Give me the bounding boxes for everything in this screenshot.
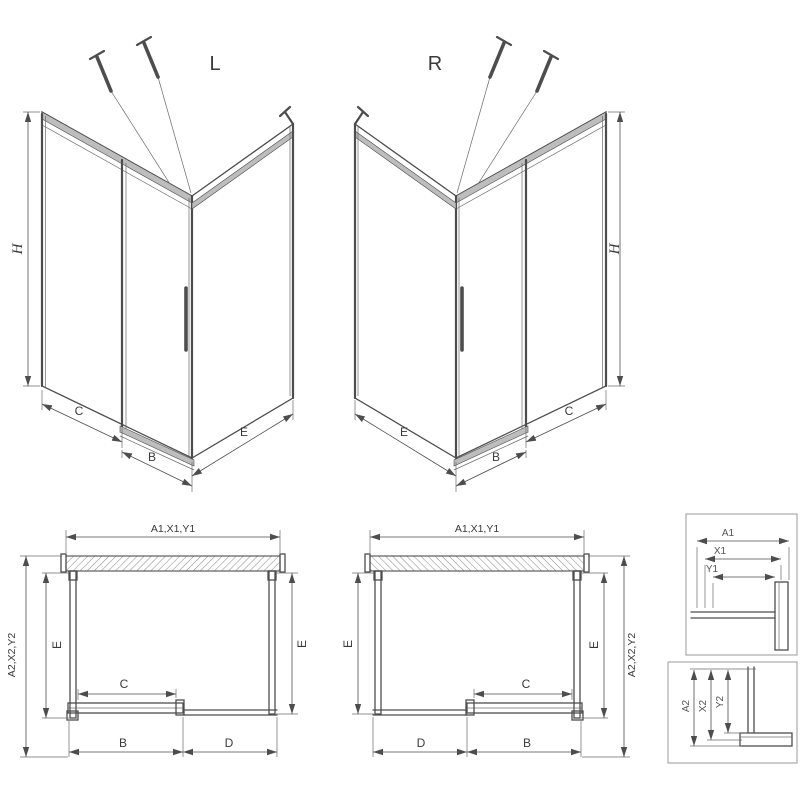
dim-label-door-right: B [492,450,500,464]
door-assembly [66,699,278,721]
iso-dimensions [23,111,294,492]
dim-label-b-plan-right: B [523,736,531,750]
wall-profile [60,553,286,573]
plan-dimensions [20,530,298,758]
iso-view-left-lines [23,35,295,492]
dim-label-height-right: H [607,242,623,255]
plan-view-left-labels: A1,X1,Y1 A2,X2,Y2 E E C B D [6,523,309,750]
stabilizer-bars [88,35,192,194]
dim-label-e-left-plan-left: E [50,641,64,649]
dim-label-e-left-plan-right: E [341,640,355,648]
side-glass-panels [68,570,277,719]
dim-label-e-right-plan-left: E [295,640,309,648]
dim-label-y2-detail: Y2 [715,695,726,708]
plan-view-left-lines [20,530,298,758]
iso-view-right-lines [355,37,625,492]
dim-label-d-plan-right: D [417,736,426,750]
corner-detail-bottom: A2 X2 Y2 [667,661,798,764]
front-panel [40,110,195,471]
side-panel [191,105,295,460]
wall-bracket-side [283,110,295,126]
dim-label-a2-plan-right: A2,X2,Y2 [626,633,638,678]
variant-label-right: R [428,53,442,75]
dim-label-door-left: B [148,450,156,464]
dim-label-a1-plan-left: A1,X1,Y1 [151,523,196,535]
dim-label-a2-detail: A2 [681,699,692,712]
dim-label-a1-detail: A1 [722,528,735,539]
plan-view-right-labels: A1,X1,Y1 A2,X2,Y2 E E C B D [341,523,638,750]
dim-label-height-left: H [10,242,26,255]
variant-label-left: L [209,53,220,75]
dim-label-fixed-left: C [75,404,84,418]
dim-label-e-right-plan-right: E [587,641,601,649]
dim-label-a1-plan-right: A1,X1,Y1 [455,523,500,535]
dim-label-y1-detail: Y1 [706,564,719,575]
dim-label-c-plan-left: C [120,677,129,691]
dim-label-d-plan-left: D [225,736,234,750]
dim-label-side-left: E [240,425,248,439]
iso-view-right-labels: R H C B E [400,53,623,464]
dim-label-fixed-right: C [565,404,574,418]
dim-label-x1-detail: X1 [714,546,727,557]
dim-label-a2-plan-left: A2,X2,Y2 [6,633,18,678]
dim-label-side-right: E [400,425,408,439]
dim-label-c-plan-right: C [522,677,531,691]
dim-label-x2-detail: X2 [698,699,709,712]
iso-view-left-labels: L H C B E [10,53,248,464]
dim-label-b-plan-left: B [119,736,127,750]
corner-detail-top: A1 X1 Y1 [685,513,798,656]
